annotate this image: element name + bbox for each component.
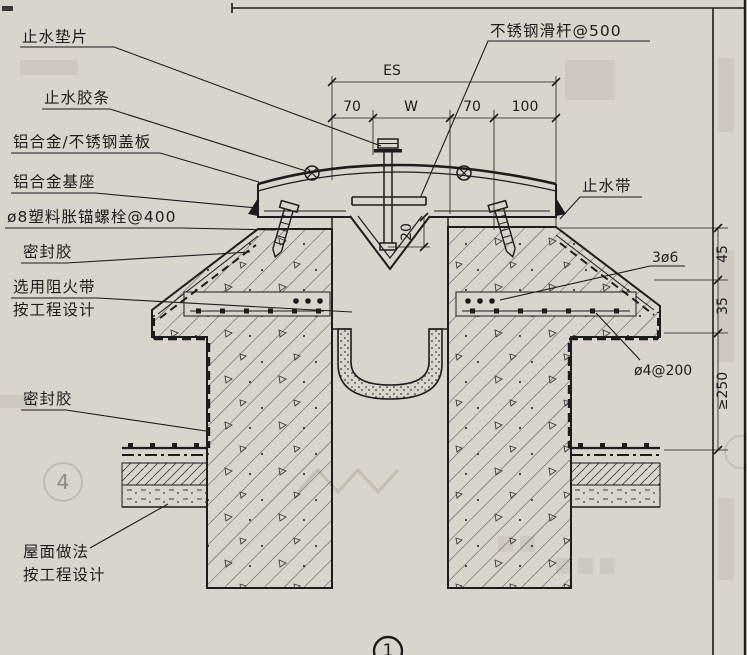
- callout-rebar-d4: ø4@200: [634, 363, 692, 379]
- dim-es: ES: [383, 63, 401, 79]
- water-stop-gasket-shape: [374, 149, 402, 153]
- roofing-left: [121, 443, 208, 508]
- plate-fastener-right: [456, 165, 472, 181]
- callout-slide-rod: 不锈钢滑杆@500: [490, 22, 622, 40]
- callout-water-stop-strip: 止水胶条: [44, 89, 110, 107]
- drain-funnel: [349, 215, 431, 271]
- dim-w: W: [404, 99, 418, 115]
- detail-bubble: 1: [372, 635, 404, 655]
- ghost-circle-left: [43, 462, 83, 502]
- rebar-zone-right: [455, 291, 637, 317]
- sealant-blob-right: [556, 198, 566, 216]
- center-bolt: [374, 138, 402, 251]
- roofing-right: [570, 443, 661, 508]
- joint-assembly: [248, 138, 566, 271]
- callout-sealant-top: 密封胶: [23, 243, 73, 261]
- ghost-circled-number: 4: [57, 470, 70, 494]
- dim-20: 20: [399, 223, 415, 241]
- callout-roof-2: 按工程设计: [23, 566, 106, 584]
- plate-fastener-left: [304, 165, 320, 181]
- anchor-screw-left: [272, 199, 300, 259]
- callout-sealant-bottom: 密封胶: [23, 390, 73, 408]
- anchor-screw-right: [487, 199, 516, 258]
- top-dimensions: ES 70 W 70 100: [327, 63, 561, 230]
- dimension-20: 20: [388, 212, 430, 252]
- callout-water-stop-belt: 止水带: [582, 177, 632, 195]
- callout-cover-plate: 铝合金/不锈钢盖板: [13, 133, 151, 151]
- dim-250: ≥250: [715, 372, 731, 410]
- membrane-flashing: [153, 242, 659, 448]
- ghost-circle-right: [724, 435, 747, 469]
- callout-alu-base: 铝合金基座: [13, 173, 96, 191]
- callout-fire-barrier-2: 按工程设计: [13, 301, 96, 319]
- concrete-right: [447, 226, 661, 589]
- water-stop-belt-shape: [332, 328, 448, 400]
- callout-anchor-bolt: ø8塑料胀锚螺栓@400: [7, 208, 176, 226]
- right-dimensions: 45 35 ≥250: [560, 223, 731, 455]
- curb-top-inner-line: [157, 235, 259, 315]
- dim-35: 35: [715, 297, 731, 315]
- callout-fire-barrier-1: 选用阻火带: [13, 278, 96, 296]
- curb-top-inner-line: [555, 234, 655, 311]
- callout-rebar-3d6: 3ø6: [652, 250, 678, 266]
- dim-70-right: 70: [463, 99, 481, 115]
- sealant-blob-left: [248, 198, 258, 216]
- dim-45: 45: [715, 245, 731, 263]
- callouts: 止水垫片 不锈钢滑杆@500 止水胶条 铝合金/不锈钢盖板 铝合金基座 ø8塑料…: [5, 22, 692, 584]
- scan-artifact: [2, 6, 13, 11]
- concrete-left: [151, 228, 333, 589]
- slide-rod: [351, 196, 427, 206]
- leader-lines: [5, 40, 685, 549]
- detail-number: 1: [383, 641, 394, 655]
- dim-100: 100: [512, 99, 539, 115]
- callout-water-stop-gasket: 止水垫片: [22, 28, 88, 46]
- callout-roof-1: 屋面做法: [23, 543, 89, 561]
- dim-70-left: 70: [343, 99, 361, 115]
